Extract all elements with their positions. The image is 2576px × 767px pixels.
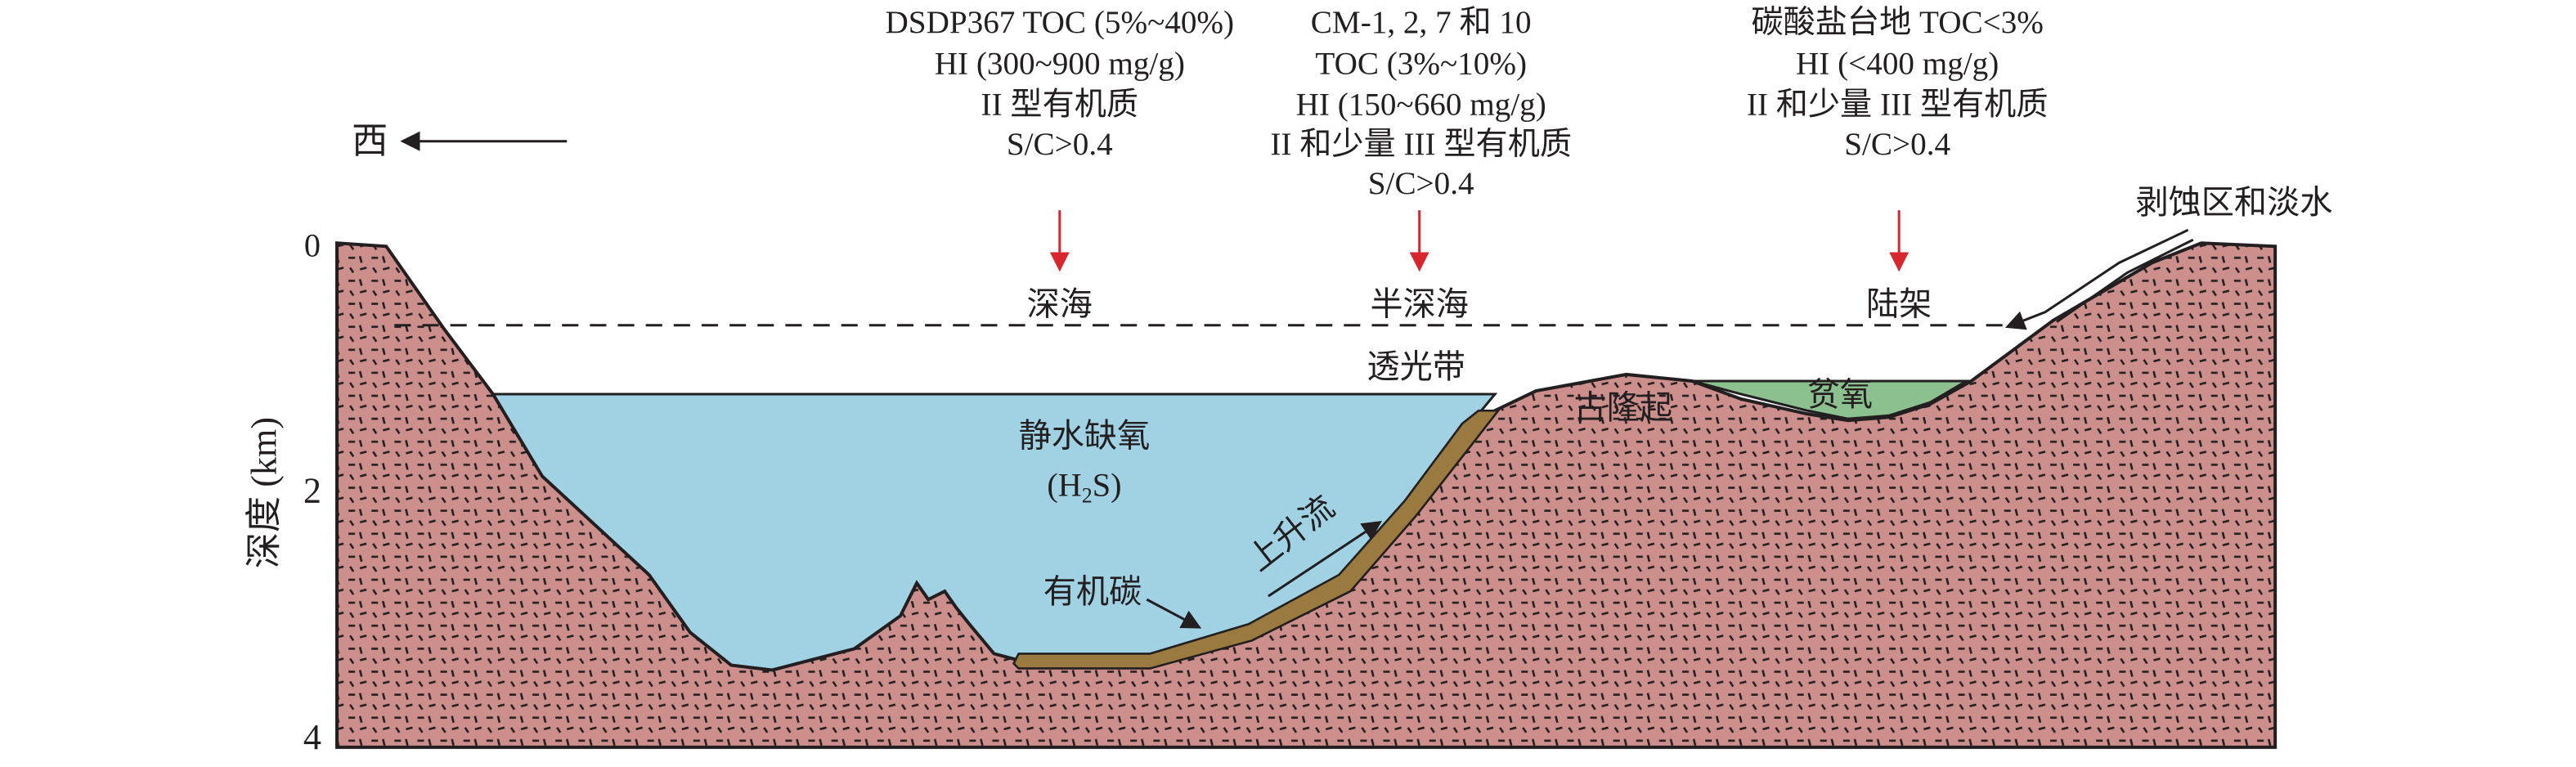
upwelling-arrow-icon xyxy=(1268,521,1382,598)
annotation-line: HI (<400 mg/g) xyxy=(1796,46,1999,81)
annotation-line: 碳酸盐台地 TOC<3% xyxy=(1751,5,2043,40)
west-label: 西 xyxy=(352,121,388,161)
deep-sea-annotation: DSDP367 TOC (5%~40%) HI (300~900 mg/g) I… xyxy=(886,5,1235,162)
organic-carbon-layer xyxy=(1012,409,1501,670)
annotation-line: S/C>0.4 xyxy=(1844,127,1950,162)
organic-carbon-arrow-icon xyxy=(1146,598,1202,629)
dysoxic-label: 贫氧 xyxy=(1807,376,1873,413)
deep-sea-label: 深海 xyxy=(1027,286,1093,323)
organic-carbon-label: 有机碳 xyxy=(1043,573,1142,610)
shelf-annotation: 碳酸盐台地 TOC<3% HI (<400 mg/g) II 和少量 III 型… xyxy=(1747,5,2049,162)
annotation-line: DSDP367 TOC (5%~40%) xyxy=(886,5,1235,40)
annotation-line: II 和少量 III 型有机质 xyxy=(1270,127,1572,162)
h2s-subscript: 2 xyxy=(1082,484,1093,508)
y-tick-4: 4 xyxy=(303,717,321,757)
erosion-label: 剥蚀区和淡水 xyxy=(2135,184,2332,221)
annotation-line: II 和少量 III 型有机质 xyxy=(1747,87,2049,123)
erosion-arrow-icon xyxy=(2004,228,2189,330)
annotation-line: S/C>0.4 xyxy=(1368,166,1474,201)
photic-zone-label: 透光带 xyxy=(1367,348,1465,385)
annotation-line: TOC (3%~10%) xyxy=(1315,46,1527,81)
y-axis-label: 深度 (km) xyxy=(245,417,285,568)
annotation-line: HI (300~900 mg/g) xyxy=(935,46,1185,81)
shelf-label: 陆架 xyxy=(1866,286,1932,323)
h2s-part: (H xyxy=(1047,467,1081,504)
euxinic-label: 静水缺氧 xyxy=(1019,417,1151,454)
y-tick-0: 0 xyxy=(304,227,321,263)
y-tick-2: 2 xyxy=(303,471,321,511)
annotation-line: II 型有机质 xyxy=(981,87,1139,123)
paleo-uplift-label: 古隆起 xyxy=(1574,389,1672,426)
annotation-line: HI (150~660 mg/g) xyxy=(1296,87,1546,123)
semi-deep-sea-annotation: CM-1, 2, 7 和 10 TOC (3%~10%) HI (150~660… xyxy=(1270,5,1572,201)
h2s-part: S) xyxy=(1093,467,1122,504)
annotation-line: S/C>0.4 xyxy=(1007,127,1113,162)
semi-deep-sea-label: 半深海 xyxy=(1370,286,1468,323)
h2s-label: (H2S) xyxy=(1047,467,1121,508)
annotation-line: CM-1, 2, 7 和 10 xyxy=(1311,5,1532,40)
erosion-line xyxy=(2056,238,2194,323)
